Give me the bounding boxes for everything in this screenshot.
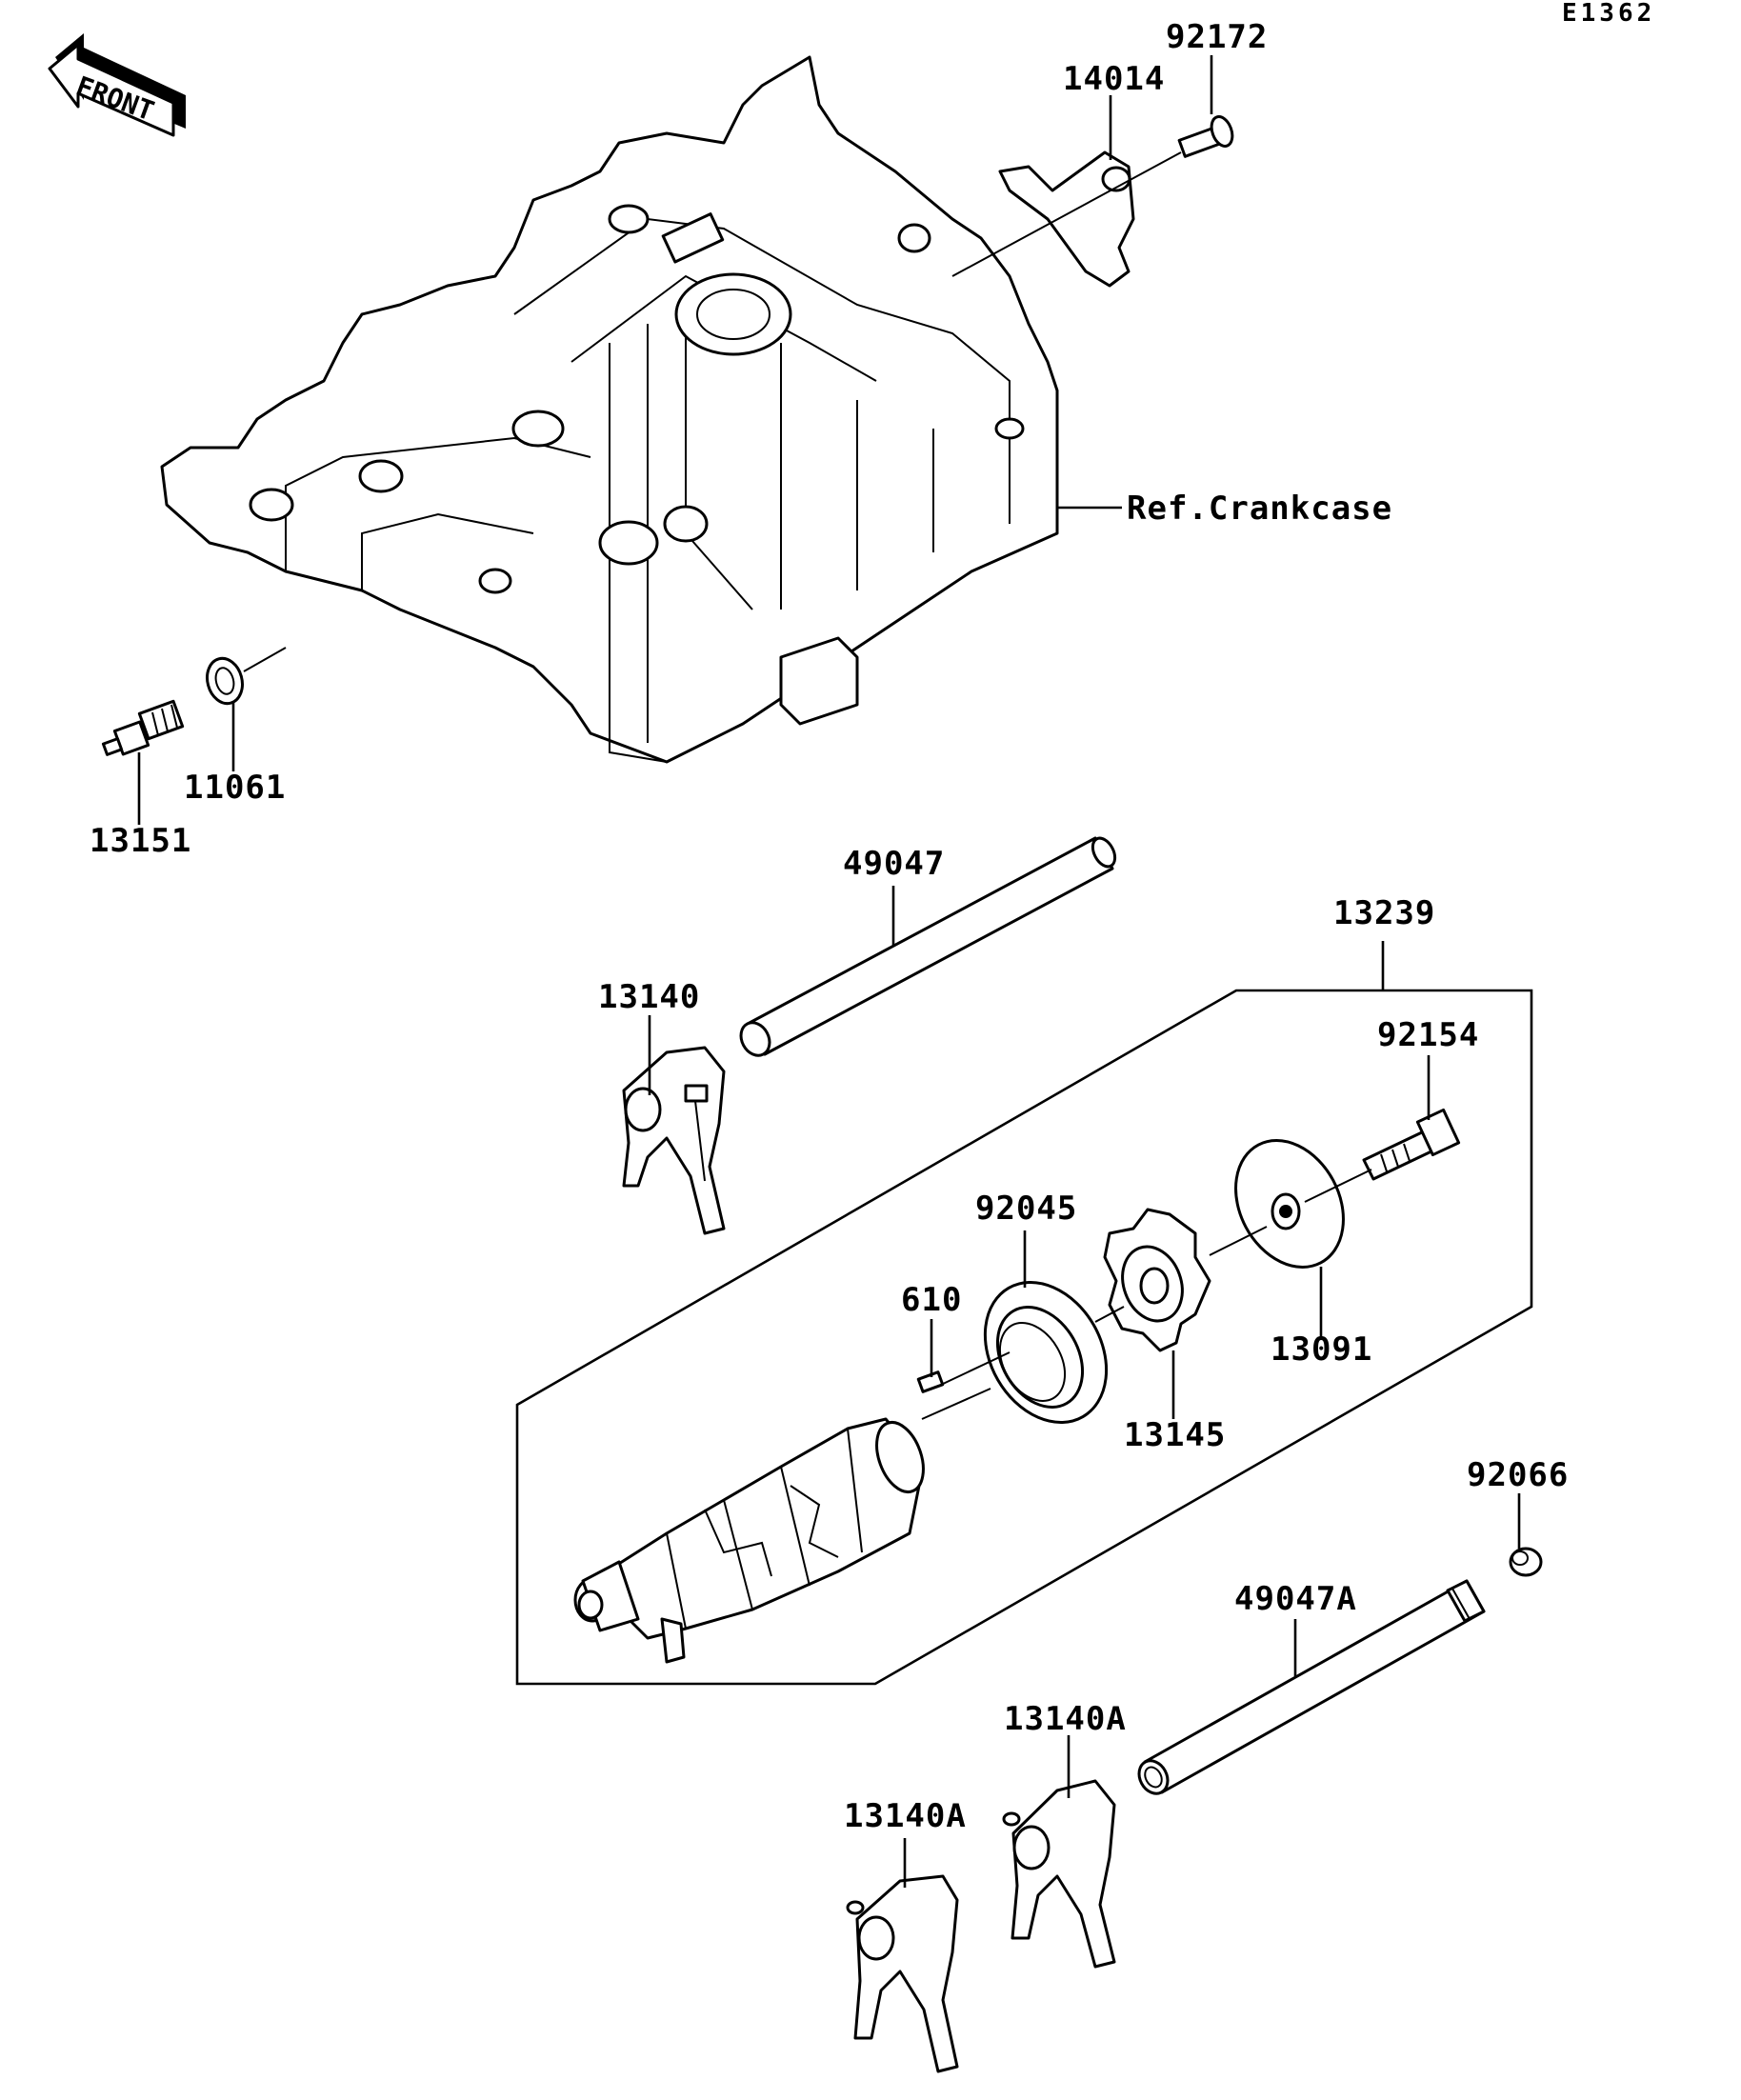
part-13140-shift-fork bbox=[622, 1046, 726, 1235]
part-14014-bracket bbox=[998, 150, 1135, 288]
front-arrow-icon: FRONT bbox=[48, 33, 186, 137]
part-92172-screw bbox=[1177, 115, 1234, 158]
part-label-49047[interactable]: 49047 bbox=[843, 845, 945, 883]
part-92045-bearing bbox=[983, 1280, 1109, 1425]
part-label-13140[interactable]: 13140 bbox=[598, 978, 700, 1016]
part-label-92066[interactable]: 92066 bbox=[1467, 1456, 1569, 1494]
part-610-pin bbox=[916, 1370, 945, 1393]
reference-label-crankcase: Ref.Crankcase bbox=[1127, 490, 1392, 528]
part-92066-plug bbox=[1509, 1547, 1543, 1577]
part-label-92154[interactable]: 92154 bbox=[1377, 1016, 1479, 1054]
part-11061-washer bbox=[206, 656, 244, 706]
part-label-11061[interactable]: 11061 bbox=[184, 769, 286, 807]
part-label-13091[interactable]: 13091 bbox=[1271, 1330, 1372, 1369]
part-label-92045[interactable]: 92045 bbox=[975, 1190, 1077, 1228]
part-13140A-shift-fork-upper bbox=[1002, 1779, 1116, 1969]
part-shift-drum bbox=[573, 1417, 925, 1664]
part-label-13145[interactable]: 13145 bbox=[1124, 1416, 1226, 1454]
part-label-13140A-upper[interactable]: 13140A bbox=[1004, 1700, 1127, 1738]
part-label-610[interactable]: 610 bbox=[901, 1281, 962, 1319]
assembly-frame-13239 bbox=[515, 989, 1533, 1686]
part-label-13151[interactable]: 13151 bbox=[90, 822, 191, 860]
part-13145-cam-plate bbox=[1103, 1208, 1211, 1352]
part-49047-shaft bbox=[739, 836, 1117, 1057]
part-13140A-shift-fork-lower bbox=[846, 1874, 959, 2073]
part-label-13239[interactable]: 13239 bbox=[1333, 894, 1435, 932]
part-13091-plate bbox=[1234, 1139, 1345, 1269]
crankcase-illustration bbox=[160, 55, 1059, 764]
part-label-49047A[interactable]: 49047A bbox=[1234, 1580, 1357, 1618]
part-13151-switch bbox=[101, 699, 185, 756]
part-label-14014[interactable]: 14014 bbox=[1063, 60, 1165, 98]
part-92154-bolt bbox=[1362, 1108, 1461, 1181]
diagram-code: E1362 bbox=[1562, 0, 1655, 28]
part-49047A-shaft bbox=[1137, 1579, 1486, 1795]
part-label-92172[interactable]: 92172 bbox=[1166, 18, 1268, 56]
part-label-13140A-lower[interactable]: 13140A bbox=[844, 1797, 967, 1835]
